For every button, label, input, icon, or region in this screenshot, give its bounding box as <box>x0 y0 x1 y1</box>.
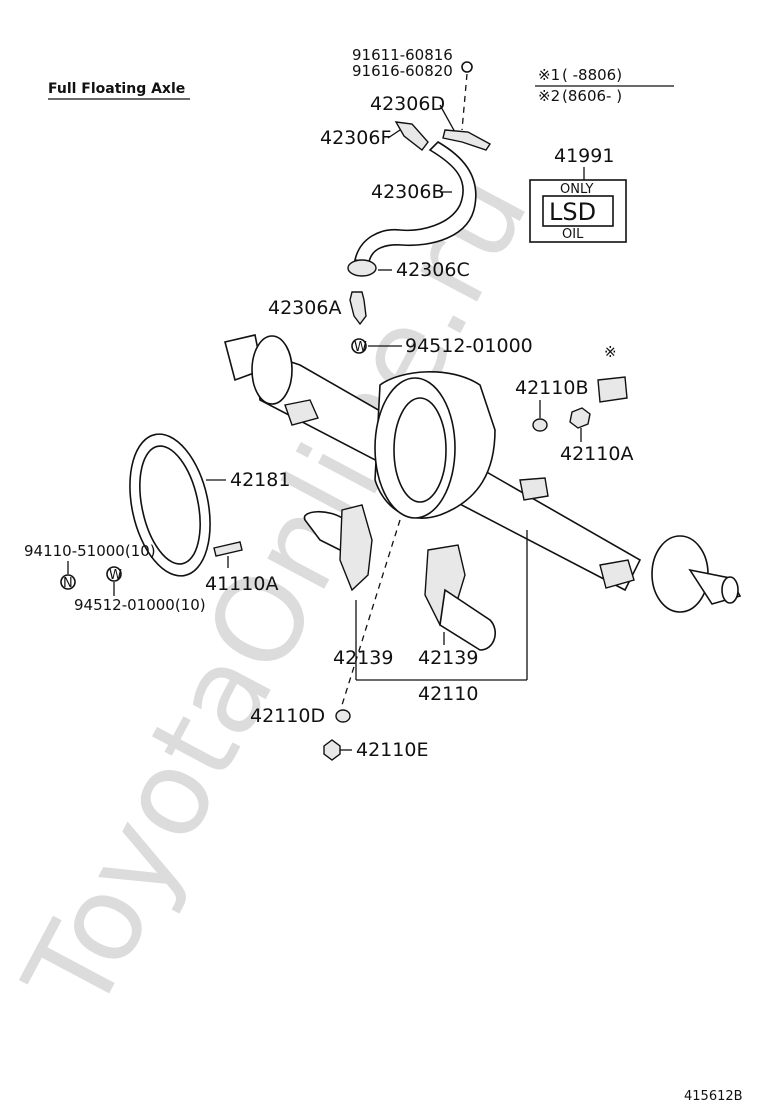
washer-icon-2 <box>106 566 122 582</box>
plate-icon <box>597 376 628 403</box>
washer-symbol-2: W <box>109 568 122 583</box>
leader-42306F <box>387 129 401 139</box>
nut-icon <box>60 574 76 590</box>
washer-icon <box>351 338 367 354</box>
part-label-94512-01000[interactable]: 94512-01000 <box>405 335 533 357</box>
part-label-42110D[interactable]: 42110D <box>250 705 325 727</box>
legend: ※1 ( -8806) ※2 (8606- ) <box>535 66 674 105</box>
lsd-label-bottom: OIL <box>562 227 584 242</box>
nut-symbol: N <box>63 576 73 591</box>
gasket-42181 <box>129 433 211 577</box>
part-label-42139-right[interactable]: 42139 <box>418 647 478 669</box>
legend-mark-2: ※2 <box>538 87 560 105</box>
nut-42110A-icon <box>569 407 591 429</box>
asterisk-mark: ※ <box>604 343 617 361</box>
part-label-42306F[interactable]: 42306F <box>320 127 391 149</box>
lsd-oil-label: ONLY LSD OIL <box>529 179 627 243</box>
part-label-42110B[interactable]: 42110B <box>515 377 588 399</box>
legend-text-1: ( -8806) <box>562 66 622 84</box>
axle-housing <box>224 334 742 613</box>
right-shaft-cap <box>424 544 496 651</box>
part-label-91611-60816[interactable]: 91611-60816 <box>352 46 453 64</box>
washer-42110D-icon <box>335 709 351 723</box>
leader-bolt <box>461 73 468 131</box>
part-label-42306C[interactable]: 42306C <box>396 259 470 281</box>
part-label-42306A[interactable]: 42306A <box>268 297 341 319</box>
part-label-42306D[interactable]: 42306D <box>370 93 445 115</box>
part-label-42181[interactable]: 42181 <box>230 469 290 491</box>
breather-plug-icon <box>394 121 429 151</box>
lsd-label-main: LSD <box>549 198 596 226</box>
bolt-icon <box>461 61 473 73</box>
part-label-94512-01000-10[interactable]: 94512-01000(10) <box>74 596 206 614</box>
figure-number: 415612B <box>684 1089 743 1104</box>
legend-mark-1: ※1 <box>538 66 560 84</box>
part-label-41991[interactable]: 41991 <box>554 145 614 167</box>
part-label-41110A[interactable]: 41110A <box>205 573 278 595</box>
washer-symbol: W <box>354 340 367 355</box>
leader-42306D <box>439 104 457 135</box>
part-label-42139-left[interactable]: 42139 <box>333 647 393 669</box>
lsd-label-top: ONLY <box>560 182 593 197</box>
nut-42110E-icon <box>323 739 341 761</box>
hose-clamp-icon <box>347 259 377 277</box>
stud-icon <box>213 541 243 557</box>
part-label-42110E[interactable]: 42110E <box>356 739 428 761</box>
legend-text-2: (8606- ) <box>562 87 622 105</box>
diagram-title: Full Floating Axle <box>48 81 185 97</box>
nut-42110B-icon <box>532 418 548 432</box>
union-icon <box>349 291 367 326</box>
part-label-94110-51000[interactable]: 94110-51000(10) <box>24 542 156 560</box>
bracket-icon <box>442 129 492 151</box>
part-label-91616-60820[interactable]: 91616-60820 <box>352 62 453 80</box>
part-label-42110A[interactable]: 42110A <box>560 443 633 465</box>
left-shaft-cap <box>303 504 373 592</box>
part-label-42306B[interactable]: 42306B <box>371 181 444 203</box>
part-label-42110[interactable]: 42110 <box>418 683 478 705</box>
